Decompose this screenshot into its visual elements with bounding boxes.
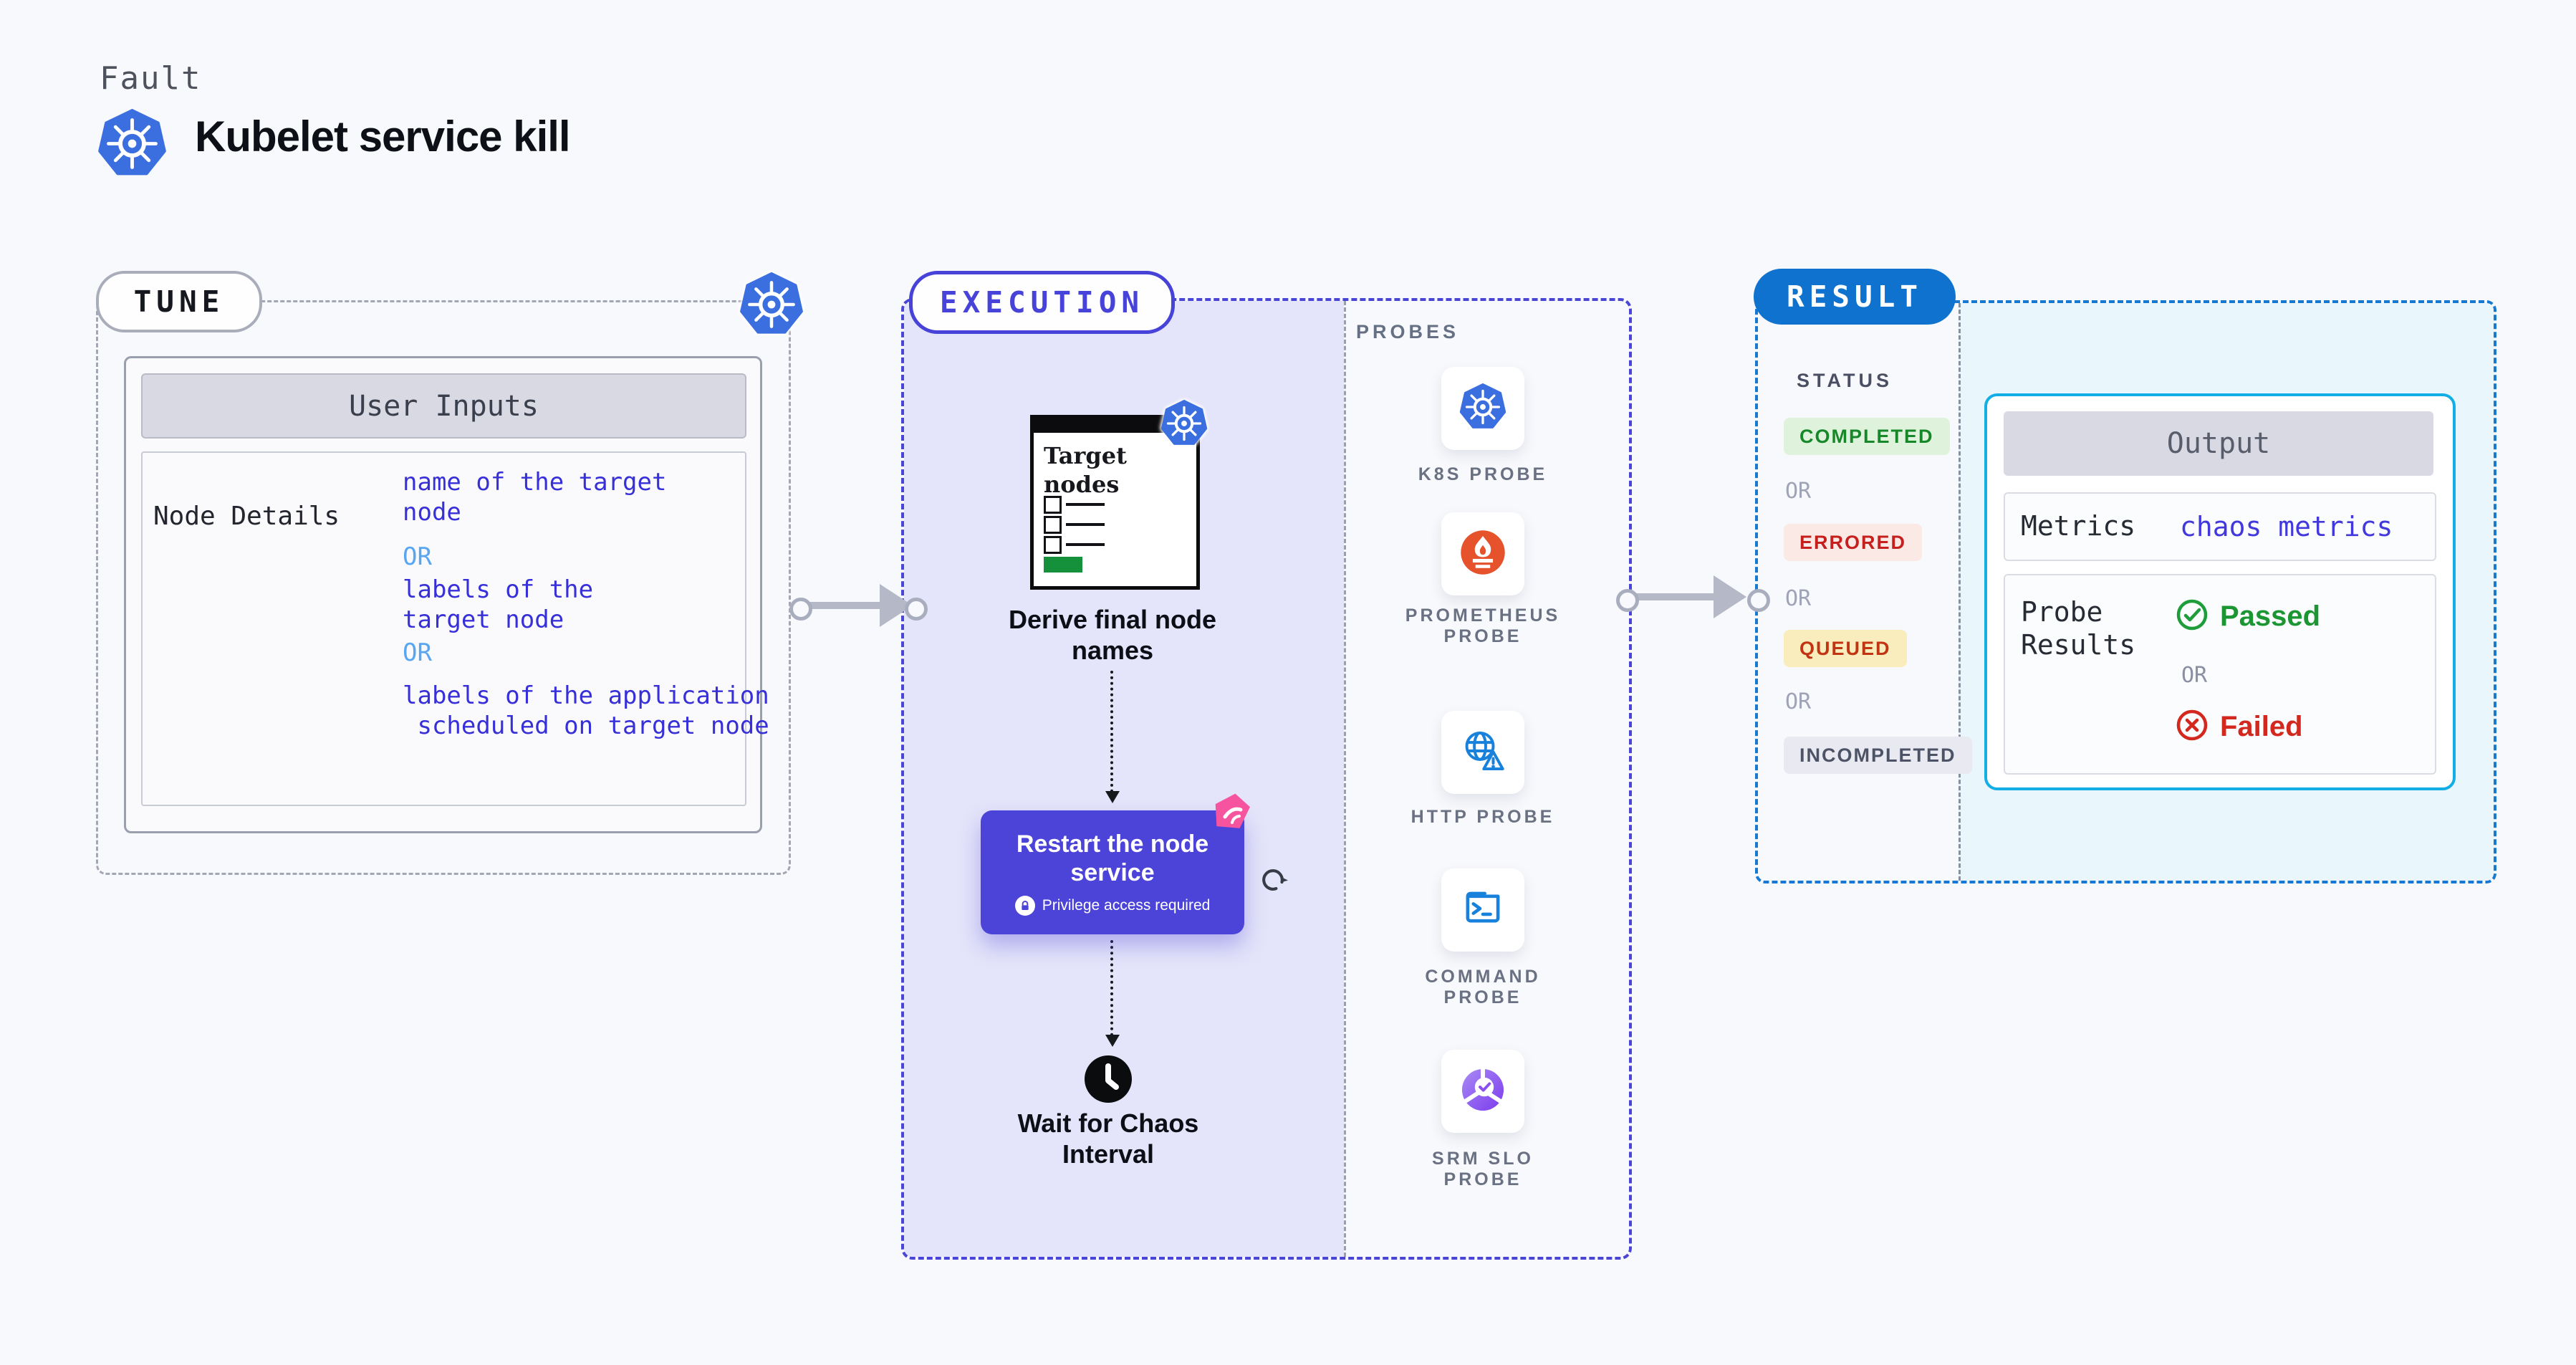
probes-divider: [1344, 301, 1346, 1257]
dotted-connector: [1110, 671, 1113, 792]
node-details-value: node: [403, 498, 461, 527]
tune-badge: TUNE: [96, 271, 262, 332]
node-details-label: Node Details: [153, 502, 340, 531]
or-separator: OR: [2181, 663, 2208, 688]
k8s-icon: [1459, 382, 1506, 434]
probe-label: SRM SLO: [1432, 1149, 1534, 1169]
status-header: STATUS: [1797, 370, 1893, 391]
fault-kicker: Fault: [100, 60, 202, 97]
user-inputs-header: User Inputs: [141, 373, 746, 439]
probe-failed: Failed: [2176, 709, 2303, 745]
target-nodes-card: Target nodes: [1030, 415, 1200, 590]
metrics-value: chaos metrics: [2180, 511, 2393, 542]
probe-card-http: [1441, 711, 1524, 794]
status-badge-completed: COMPLETED: [1784, 418, 1950, 455]
chaos-fault-icon: [1211, 791, 1252, 833]
flow-arrow: [804, 602, 883, 609]
checkbox-icon: [1044, 536, 1062, 554]
derive-nodes-step: Derive final node names: [1008, 605, 1217, 665]
or-separator: OR: [403, 542, 432, 571]
probes-header: PROBES: [1356, 321, 1460, 343]
connector-dot: [905, 598, 928, 621]
target-nodes-title: Target nodes: [1044, 442, 1127, 498]
status-divider: [1959, 303, 1961, 881]
card-titlebar: [1034, 418, 1196, 433]
result-badge: RESULT: [1754, 269, 1956, 325]
flow-arrow: [1630, 593, 1715, 600]
probe-label: PROBE: [1443, 1169, 1522, 1189]
prometheus-icon: [1460, 530, 1506, 579]
or-separator: OR: [403, 638, 432, 667]
probe-label: PROBE: [1443, 626, 1522, 646]
user-inputs-body: [141, 451, 746, 806]
x-circle-icon: [2176, 709, 2209, 745]
dotted-arrow-head: [1105, 1035, 1120, 1047]
node-details-value: scheduled on target node: [403, 712, 769, 740]
status-badge-incompleted: INCOMPLETED: [1784, 737, 1972, 774]
restart-step-title: Restart the node service: [1016, 830, 1209, 886]
page-title: Kubelet service kill: [195, 112, 571, 161]
check-circle-icon: [2176, 598, 2209, 635]
tune-section: [96, 300, 791, 875]
checkbox-icon: [1044, 516, 1062, 534]
or-separator: OR: [1785, 689, 1812, 714]
green-progress-bar: [1044, 557, 1082, 573]
kubernetes-icon: [1160, 399, 1208, 451]
probe-label: HTTP PROBE: [1410, 807, 1555, 827]
kubernetes-icon: [97, 109, 167, 182]
privilege-note: Privilege access required: [1014, 895, 1210, 916]
execution-badge: EXECUTION: [909, 271, 1175, 334]
output-header: Output: [2004, 411, 2433, 476]
retry-loop-icon: [1257, 864, 1289, 899]
probe-card-prometheus: [1441, 512, 1524, 595]
list-line: [1066, 503, 1105, 506]
restart-node-service-step: Restart the node service Privilege acces…: [981, 810, 1244, 934]
slo-gauge-icon: [1459, 1066, 1506, 1117]
node-details-value: labels of the application: [403, 681, 769, 710]
node-details-value: labels of the: [403, 575, 594, 604]
metrics-label: Metrics: [2021, 510, 2136, 542]
terminal-icon: [1459, 885, 1506, 936]
probe-label: K8S PROBE: [1418, 464, 1548, 484]
dotted-arrow-head: [1105, 791, 1120, 803]
node-details-value: name of the target: [403, 468, 667, 497]
or-separator: OR: [1785, 479, 1812, 504]
globe-warning-icon: [1459, 727, 1506, 778]
node-details-value: target node: [403, 605, 564, 634]
probe-card-k8s: [1441, 367, 1524, 450]
kubernetes-icon: [739, 272, 804, 340]
probe-card-command: [1441, 868, 1524, 952]
connector-dot: [1747, 589, 1770, 612]
probe-label: PROBE: [1443, 987, 1522, 1007]
list-line: [1066, 523, 1105, 526]
probe-label: COMMAND: [1425, 967, 1541, 987]
wait-chaos-interval-step: Wait for Chaos Interval: [1017, 1108, 1199, 1169]
metrics-row: Metrics chaos metrics: [2004, 492, 2436, 561]
status-badge-queued: QUEUED: [1784, 630, 1907, 667]
lock-icon: [1014, 895, 1035, 916]
list-line: [1066, 543, 1105, 546]
probe-results-label: Probe Results: [2021, 596, 2136, 661]
dotted-connector: [1110, 940, 1113, 1036]
connector-dot: [1616, 589, 1639, 612]
checkbox-icon: [1044, 496, 1062, 514]
probe-passed: Passed: [2176, 598, 2320, 635]
flow-arrow-head: [1714, 575, 1746, 618]
probe-card-srm-slo: [1441, 1050, 1524, 1133]
connector-dot: [789, 598, 812, 621]
status-badge-errored: ERRORED: [1784, 524, 1923, 561]
probe-label: PROMETHEUS: [1405, 605, 1561, 626]
clock-icon: [1084, 1055, 1133, 1107]
output-card: Output Metrics chaos metrics Probe Resul…: [1984, 393, 2456, 790]
probe-results-row: Probe Results Passed OR Fail: [2004, 574, 2436, 775]
or-separator: OR: [1785, 586, 1812, 611]
